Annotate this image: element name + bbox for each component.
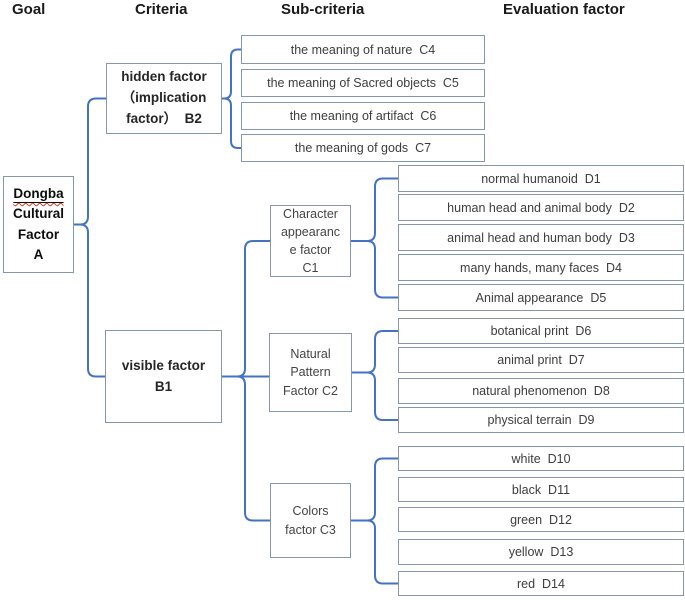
node-d12-green: green D12 xyxy=(398,507,684,532)
node-b2-hidden-factor: hidden factor （implication factor） B2 xyxy=(106,63,222,134)
connector-b1-c3 xyxy=(221,375,271,522)
connector-c3-d14 xyxy=(350,519,399,585)
connector-c2-d6 xyxy=(351,330,399,374)
node-d8-natural-phenomenon: natural phenomenon D8 xyxy=(398,378,684,404)
node-c7-meaning-of-gods: the meaning of gods C7 xyxy=(241,134,485,162)
connector-c1-d5 xyxy=(350,240,399,299)
node-c3-colors-factor: Colors factor C3 xyxy=(270,483,351,558)
connector-a-b2 xyxy=(73,97,107,226)
node-c6-meaning-of-artifact: the meaning of artifact C6 xyxy=(241,102,485,130)
node-b1-visible-factor: visible factor B1 xyxy=(105,330,222,423)
node-d14-red: red D14 xyxy=(398,571,684,596)
node-d11-black: black D11 xyxy=(398,477,684,502)
connector-b2-c7 xyxy=(221,97,242,149)
node-d2-human-head-animal-body: human head and animal body D2 xyxy=(398,194,684,221)
connector-c3-d10 xyxy=(350,457,399,522)
connector-a-b1 xyxy=(73,223,106,378)
node-d10-white: white D10 xyxy=(398,446,684,471)
connector-c2-d9 xyxy=(351,371,399,421)
column-header-sub-criteria: Sub-criteria xyxy=(281,1,365,18)
connector-c1-d1 xyxy=(350,177,399,242)
column-header-evaluation-factor: Evaluation factor xyxy=(503,1,625,18)
connector-b2-c4 xyxy=(221,48,242,100)
goal-box-label: Dongba Cultural Factor A xyxy=(12,186,64,262)
node-d7-animal-print: animal print D7 xyxy=(398,347,684,373)
node-c4-meaning-of-nature: the meaning of nature C4 xyxy=(241,35,485,64)
node-d6-botanical-print: botanical print D6 xyxy=(398,318,684,344)
node-d9-physical-terrain: physical terrain D9 xyxy=(398,407,684,433)
node-a-goal-box: Dongba Cultural Factor A xyxy=(3,176,74,273)
node-c2-natural-pattern: Natural Pattern Factor C2 xyxy=(269,333,352,412)
node-c5-meaning-of-sacred-objects: the meaning of Sacred objects C5 xyxy=(241,69,485,97)
node-c1-character-appearance: Character appearanc e factor C1 xyxy=(270,205,351,277)
misspelling-squiggle: Dongba xyxy=(13,186,64,201)
column-header-criteria: Criteria xyxy=(135,1,188,18)
column-header-goal: Goal xyxy=(12,1,46,18)
node-d13-yellow: yellow D13 xyxy=(398,539,684,565)
node-d1-normal-humanoid: normal humanoid D1 xyxy=(398,165,684,192)
node-d4-many-hands-many-faces: many hands, many faces D4 xyxy=(398,254,684,281)
node-d3-animal-head-human-body: animal head and human body D3 xyxy=(398,224,684,251)
node-d5-animal-appearance: Animal appearance D5 xyxy=(398,284,684,311)
connector-b1-c1 xyxy=(221,240,271,378)
